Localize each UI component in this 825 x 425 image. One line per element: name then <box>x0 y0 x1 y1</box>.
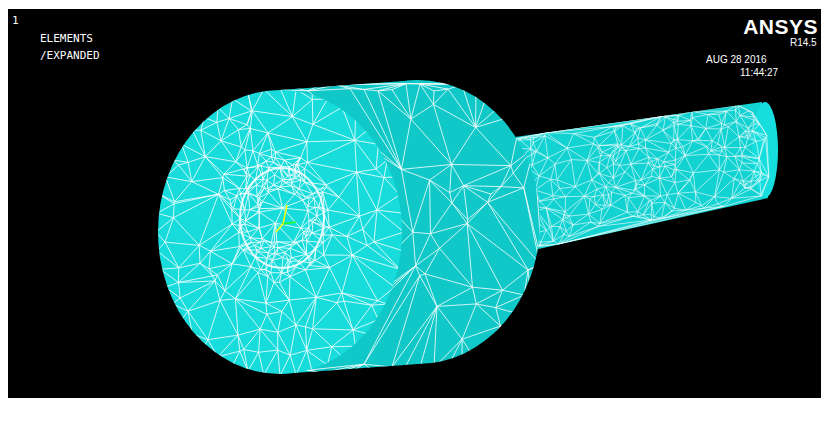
plot-time: 11:44:27 <box>740 68 778 78</box>
mesh-lines <box>156 88 404 376</box>
coordinate-triad <box>276 205 296 232</box>
plot-date: AUG 28 2016 <box>706 55 767 65</box>
viewport-background <box>8 9 821 398</box>
plot-mode: ELEMENTS <box>40 33 93 44</box>
program-version: R14.5 <box>790 38 817 48</box>
plot-mode: /EXPANDED <box>40 50 100 61</box>
window-number: 1 <box>12 15 19 26</box>
disc-front-face <box>156 88 404 376</box>
program-logo: ANSYS <box>743 16 818 37</box>
